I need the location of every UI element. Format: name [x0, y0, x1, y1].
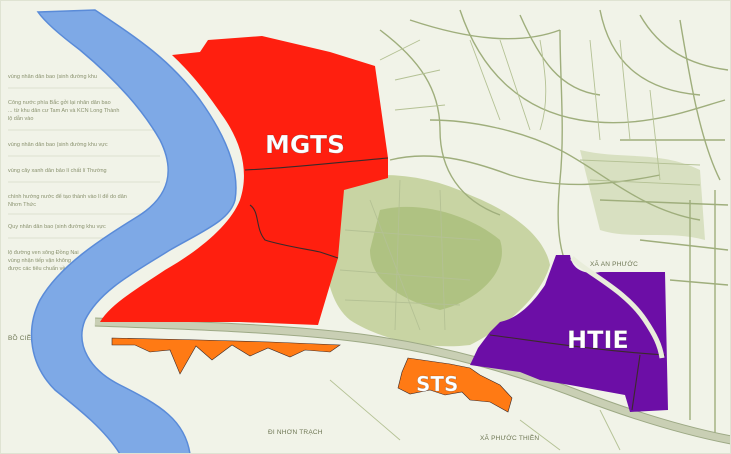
place-label-bo-ciem: BỒ CIỀ: [8, 332, 32, 342]
legend-text-block: vùng nhân dân bao (sinh đường khu Công n…: [8, 74, 160, 272]
zone-label-sts: STS: [416, 372, 458, 396]
legend-line: Công nước phía Bắc gởi lại nhân dân bao: [8, 99, 111, 106]
green-strip-right: [580, 150, 705, 240]
zone-label-htie: HTIE: [567, 326, 629, 354]
legend-line: được các tiêu chuẩn về: [8, 265, 65, 272]
legend-line: Quy nhân dân bao (sinh đường khu vực: [8, 224, 106, 230]
htie-internal-borders: [489, 256, 666, 411]
legend-line: Nhơn Thức: [8, 202, 36, 208]
place-label-di-nhon-trach: ĐI NHƠN TRẠCH: [268, 429, 323, 436]
green-park-detail: [370, 206, 502, 310]
legend-line: lộ đường ven sông Đồng Nai: [8, 250, 79, 256]
zone-sts-strip[interactable]: [111, 337, 341, 375]
legend-line: vùng nhận tiếp vận không: [8, 258, 71, 264]
zone-mgts[interactable]: [100, 36, 388, 325]
place-label-xa-an-phuoc: XÃ AN PHƯỚC: [590, 259, 638, 268]
legend-line: vùng nhân dân bao (sinh đường khu: [8, 74, 97, 80]
expressway: [94, 318, 731, 444]
legend-line: chính hướng nước để tạo thành vào lí để …: [8, 193, 127, 200]
legend-line: vùng cây xanh dân bảo lí chất lí Thường: [8, 168, 107, 174]
mgts-internal-borders: [244, 157, 389, 259]
place-label-xa-phuoc-thien: XÃ PHƯỚC THIỀN: [480, 432, 539, 442]
road-network: [329, 9, 729, 451]
legend-line: lộ dẫn vào: [8, 115, 33, 122]
legend-line: ... từ khu dân cư Tam An và KCN Long Thà…: [8, 108, 119, 114]
zone-label-mgts: MGTS: [265, 130, 345, 159]
zone-sts[interactable]: [397, 357, 513, 413]
legend-line: vùng nhân dân bao (sinh đường khu vực: [8, 142, 108, 148]
